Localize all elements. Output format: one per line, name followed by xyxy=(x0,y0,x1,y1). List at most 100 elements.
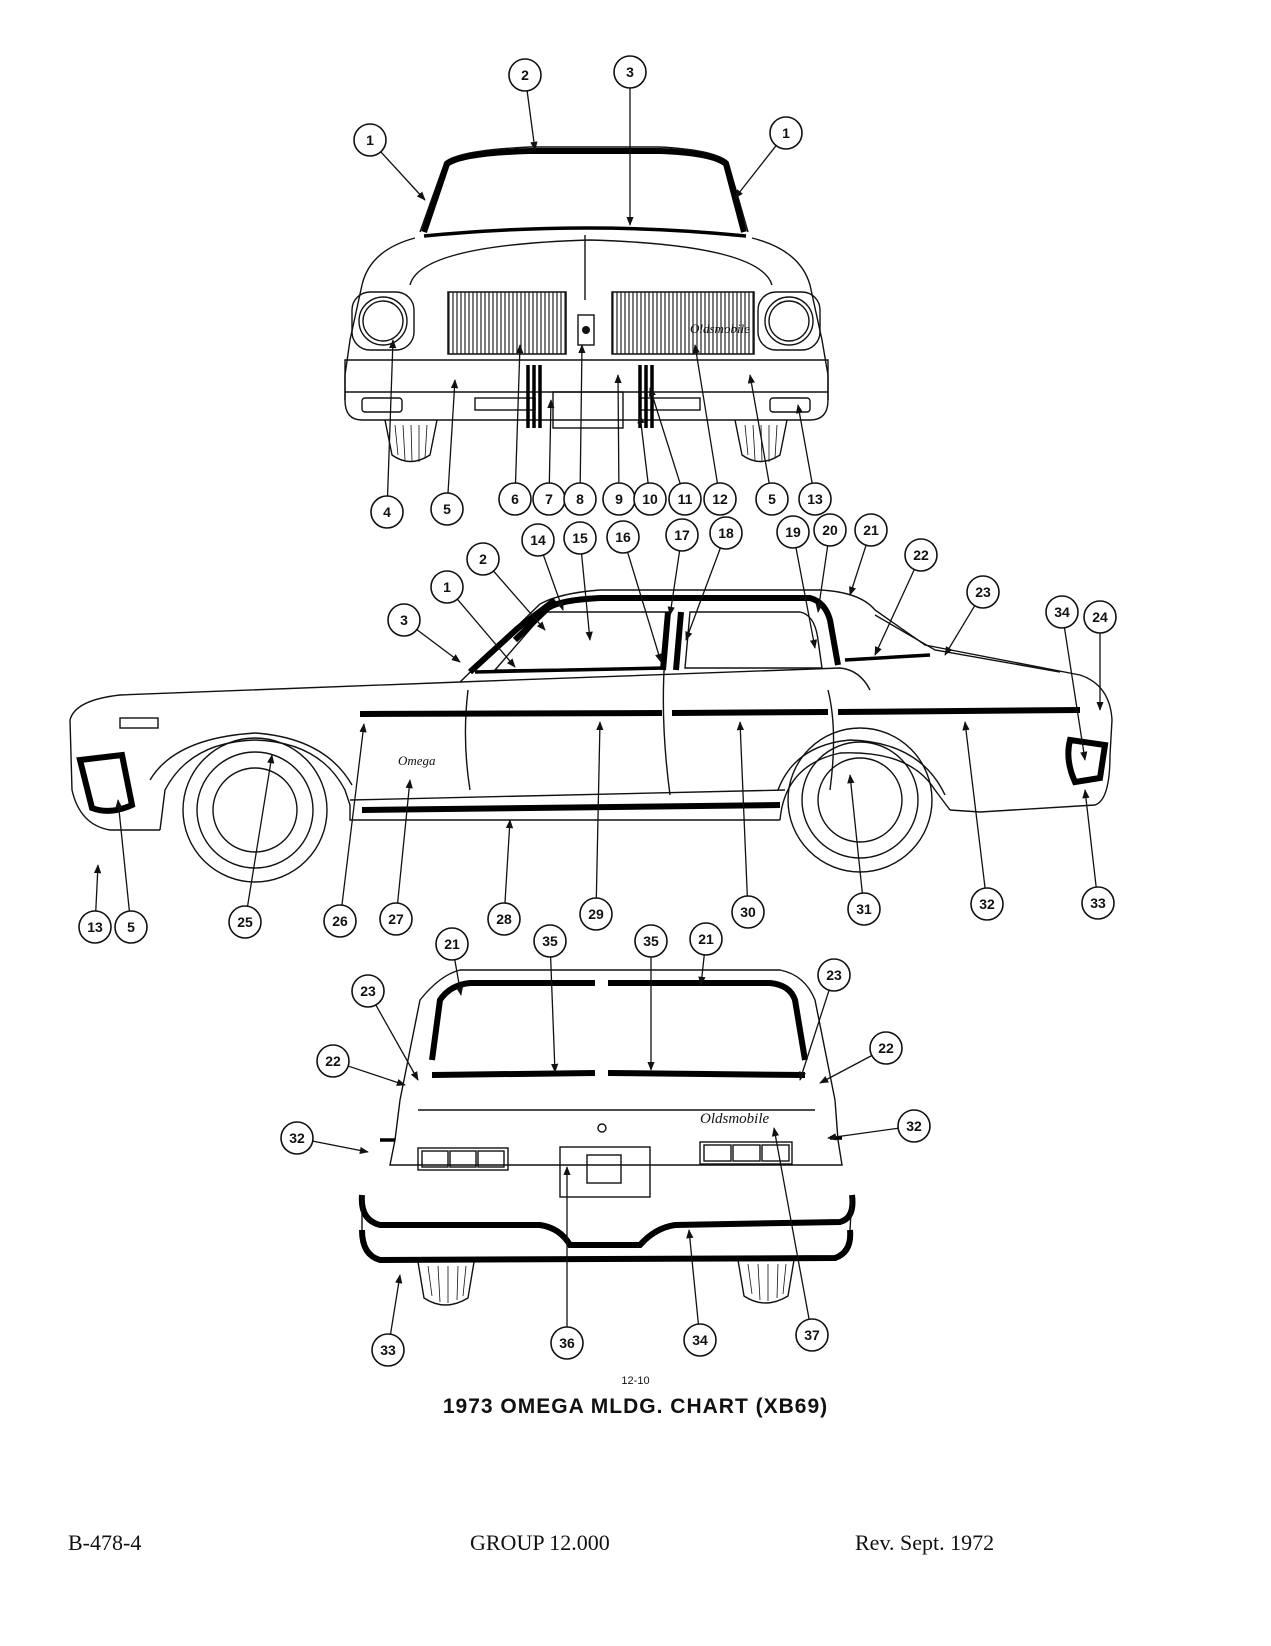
callout-number: 23 xyxy=(826,967,842,983)
back-window-lower-molding xyxy=(431,1070,806,1078)
callout-circle xyxy=(904,538,938,572)
callout-number: 1 xyxy=(366,132,374,148)
callout-number: 22 xyxy=(913,547,929,563)
callout-number: 21 xyxy=(444,936,460,952)
callout-leader xyxy=(747,374,770,484)
callout-leader xyxy=(375,1004,419,1081)
callout-number: 3 xyxy=(626,64,634,80)
callout-number: 30 xyxy=(740,904,756,920)
molding-chart-diagram: Oldsmobile xyxy=(69,55,1117,1367)
callout-number: 15 xyxy=(572,530,588,546)
callout-circle xyxy=(430,570,464,604)
callout-leader xyxy=(819,1054,873,1084)
callout-18: 18 xyxy=(685,516,743,641)
footer-doc-number: B-478-4 xyxy=(68,1530,142,1555)
body-side-molding xyxy=(359,707,1081,717)
callout-number: 7 xyxy=(545,491,553,507)
callout-33: 33 xyxy=(371,1274,405,1367)
callout-number: 2 xyxy=(479,551,487,567)
callout-15: 15 xyxy=(563,521,597,641)
callout-circle xyxy=(897,1109,931,1143)
callout-25: 25 xyxy=(228,754,275,939)
chart-title: 1973 OMEGA MLDG. CHART (XB69) xyxy=(442,1395,829,1418)
callout-1: 1 xyxy=(430,570,516,668)
callout-number: 22 xyxy=(878,1040,894,1056)
callout-number: 31 xyxy=(856,901,872,917)
license-plate-bracket xyxy=(552,391,624,429)
callout-circle xyxy=(634,924,668,958)
callout-leader xyxy=(396,779,413,904)
callout-leader xyxy=(454,959,464,996)
callout-number: 21 xyxy=(863,522,879,538)
callout-11: 11 xyxy=(648,387,702,516)
callout-number: 34 xyxy=(1054,604,1070,620)
callout-number: 29 xyxy=(588,906,604,922)
left-tail-lamp xyxy=(417,1147,509,1171)
callout-5: 5 xyxy=(114,799,148,944)
callout-circle xyxy=(683,1323,717,1357)
callout-leader xyxy=(504,819,514,904)
footer-revision: Rev. Sept. 1972 xyxy=(855,1530,995,1555)
callout-number: 13 xyxy=(807,491,823,507)
callout-circle xyxy=(1081,886,1115,920)
callout-leader xyxy=(627,552,663,663)
callout-circle xyxy=(563,482,597,516)
callout-leader xyxy=(847,774,863,894)
hood-stripes xyxy=(526,365,654,428)
callout-number: 17 xyxy=(674,527,690,543)
callout-number: 36 xyxy=(559,1335,575,1351)
callout-number: 32 xyxy=(906,1118,922,1134)
callout-circle xyxy=(387,603,421,637)
callout-leader xyxy=(637,414,649,484)
footer-group: GROUP 12.000 xyxy=(470,1530,610,1555)
callout-circle xyxy=(371,1333,405,1367)
callout-circle xyxy=(351,974,385,1008)
callout-circle xyxy=(769,116,803,150)
callout-circle xyxy=(689,922,723,956)
rear-oldsmobile-script: Oldsmobile xyxy=(700,1111,770,1127)
callout-leader xyxy=(962,721,986,889)
callout-leader xyxy=(595,721,604,899)
front-left-tire xyxy=(384,419,438,463)
callout-leader xyxy=(246,754,275,907)
callout-leader xyxy=(547,399,555,484)
callout-circle xyxy=(466,542,500,576)
callout-number: 23 xyxy=(360,983,376,999)
callout-number: 35 xyxy=(643,933,659,949)
callout-21: 21 xyxy=(435,927,469,996)
callout-number: 33 xyxy=(1090,895,1106,911)
belt-reveal-molding xyxy=(474,666,666,674)
rear-wheel xyxy=(787,727,933,873)
callout-32: 32 xyxy=(962,721,1004,921)
callout-leader xyxy=(795,547,818,649)
callout-number: 19 xyxy=(785,524,801,540)
callout-3: 3 xyxy=(387,603,461,663)
callout-number: 10 xyxy=(642,491,658,507)
callout-leader xyxy=(312,1140,369,1154)
callout-circle xyxy=(579,897,613,931)
callout-leader xyxy=(93,864,102,912)
front-right-tire xyxy=(734,419,788,463)
callout-leader xyxy=(827,1127,899,1141)
callout-number: 22 xyxy=(325,1053,341,1069)
callout-leader xyxy=(526,90,538,151)
callout-35: 35 xyxy=(634,924,668,1071)
callout-23: 23 xyxy=(944,575,1000,656)
callout-leader xyxy=(799,990,830,1081)
callout-number: 1 xyxy=(782,125,790,141)
callout-leader xyxy=(849,545,867,596)
center-pillar-molding xyxy=(660,611,684,671)
front-wheel xyxy=(182,737,328,883)
callout-circle xyxy=(633,482,667,516)
callout-leader xyxy=(389,1274,403,1335)
callout-36: 36 xyxy=(550,1166,584,1360)
figure-number: 12-10 xyxy=(621,1375,650,1387)
callout-1: 1 xyxy=(353,123,426,201)
callout-circle xyxy=(795,1318,829,1352)
callout-9: 9 xyxy=(602,374,636,516)
rear-view: Oldsmobile xyxy=(358,969,856,1306)
callout-leader xyxy=(734,145,777,199)
callout-number: 23 xyxy=(975,584,991,600)
callout-circle xyxy=(353,123,387,157)
callout-circle xyxy=(613,55,647,89)
